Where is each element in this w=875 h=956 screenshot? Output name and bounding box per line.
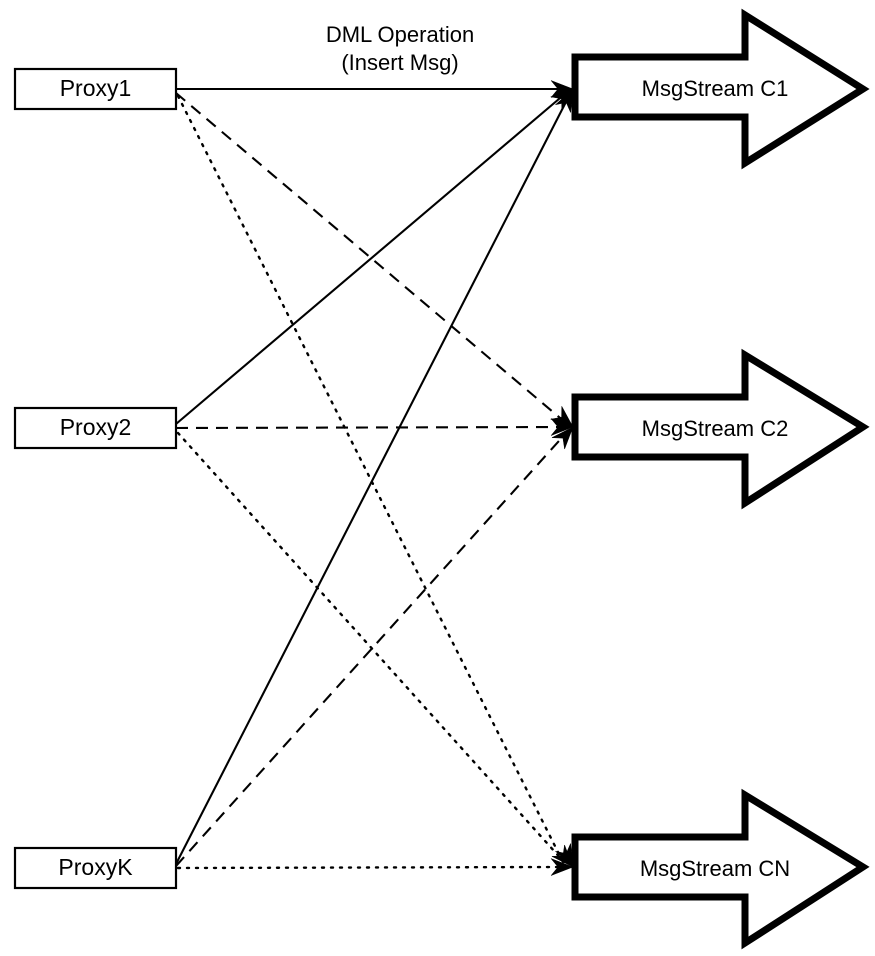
arrowhead-head-c1-from-pk — [554, 88, 574, 114]
msgstream-node-stream_cn[interactable]: MsgStream CN — [571, 788, 870, 950]
msgstream-node-stream_c2[interactable]: MsgStream C2 — [571, 348, 870, 510]
msgstream-node-stream_c1[interactable]: MsgStream C1 — [571, 8, 870, 170]
dml-operation-label-line2: (Insert Msg) — [341, 50, 458, 75]
arrowhead-head-cn-from-pk — [550, 857, 574, 877]
dml-operation-label: DML Operation (Insert Msg) — [326, 22, 474, 75]
edge-proxy2-to-c2 — [175, 425, 567, 430]
edge-proxy1-to-cn — [176, 94, 566, 866]
edge-proxy1-to-c2 — [175, 92, 567, 424]
proxy-box-proxy2[interactable] — [13, 406, 178, 450]
proxy-node-proxy2[interactable]: Proxy2 — [13, 406, 178, 450]
arrowhead-head-c2-from-pk — [550, 426, 574, 451]
proxy-label-proxy2: Proxy2 — [60, 414, 132, 440]
arrowheads-layer — [549, 79, 574, 877]
edge-proxy2-to-c1 — [175, 92, 567, 425]
edge-proxyk-to-c1 — [175, 95, 570, 865]
msgstream-nodes-layer: MsgStream C1 MsgStream C2 MsgStream CN — [571, 8, 870, 950]
msgstream-arrow-shape-stream_cn[interactable] — [571, 788, 870, 950]
edge-proxy2-to-cn — [176, 431, 566, 864]
proxy-node-proxyk[interactable]: ProxyK — [13, 846, 178, 890]
proxy-box-proxyk[interactable] — [13, 846, 178, 890]
edge-proxyk-to-cn — [176, 865, 566, 870]
proxy-node-proxy1[interactable]: Proxy1 — [13, 67, 178, 111]
edge-proxyk-to-c2 — [175, 431, 568, 867]
proxy-label-proxyk: ProxyK — [58, 854, 133, 880]
proxy-label-proxy1: Proxy1 — [60, 75, 132, 101]
msgstream-arrow-shape-stream_c1[interactable] — [571, 8, 870, 170]
proxy-box-proxy1[interactable] — [13, 67, 178, 111]
msgstream-label-stream_c2: MsgStream C2 — [642, 416, 789, 441]
arrowhead-head-c2-from-p2 — [550, 417, 574, 437]
arrowhead-head-cn-from-p2 — [550, 844, 574, 868]
msgstream-label-stream_cn: MsgStream CN — [640, 856, 790, 881]
msgstream-arrow-shape-stream_c2[interactable] — [571, 348, 870, 510]
edges-layer — [175, 87, 570, 870]
msgstream-label-stream_c1: MsgStream C1 — [642, 76, 789, 101]
dml-operation-label-line1: DML Operation — [326, 22, 474, 47]
